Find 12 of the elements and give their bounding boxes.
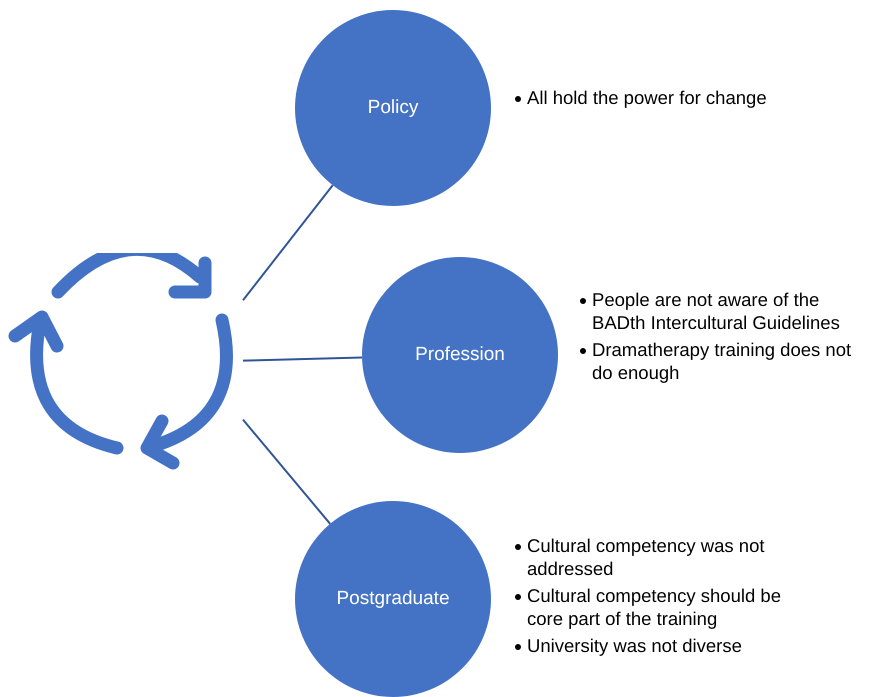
bullet-text: Cultural competency should be core part of the training (527, 585, 782, 629)
bullet-text: Cultural competency was not addressed (527, 535, 765, 579)
connector-line (242, 184, 334, 301)
bullet-text: University was not diverse (527, 635, 742, 656)
bullet-text: Dramatherapy training does not do enough (592, 339, 852, 383)
bullet-text: All hold the power for change (527, 87, 767, 108)
bullet-text: People are not aware of the BADth Intercultural Guidelines (592, 289, 840, 333)
circle-label: Postgraduate (336, 588, 450, 610)
connector-line (242, 356, 362, 362)
connector-line (242, 419, 331, 524)
circle-label: Profession (415, 344, 505, 366)
circle-label: Policy (368, 97, 418, 119)
